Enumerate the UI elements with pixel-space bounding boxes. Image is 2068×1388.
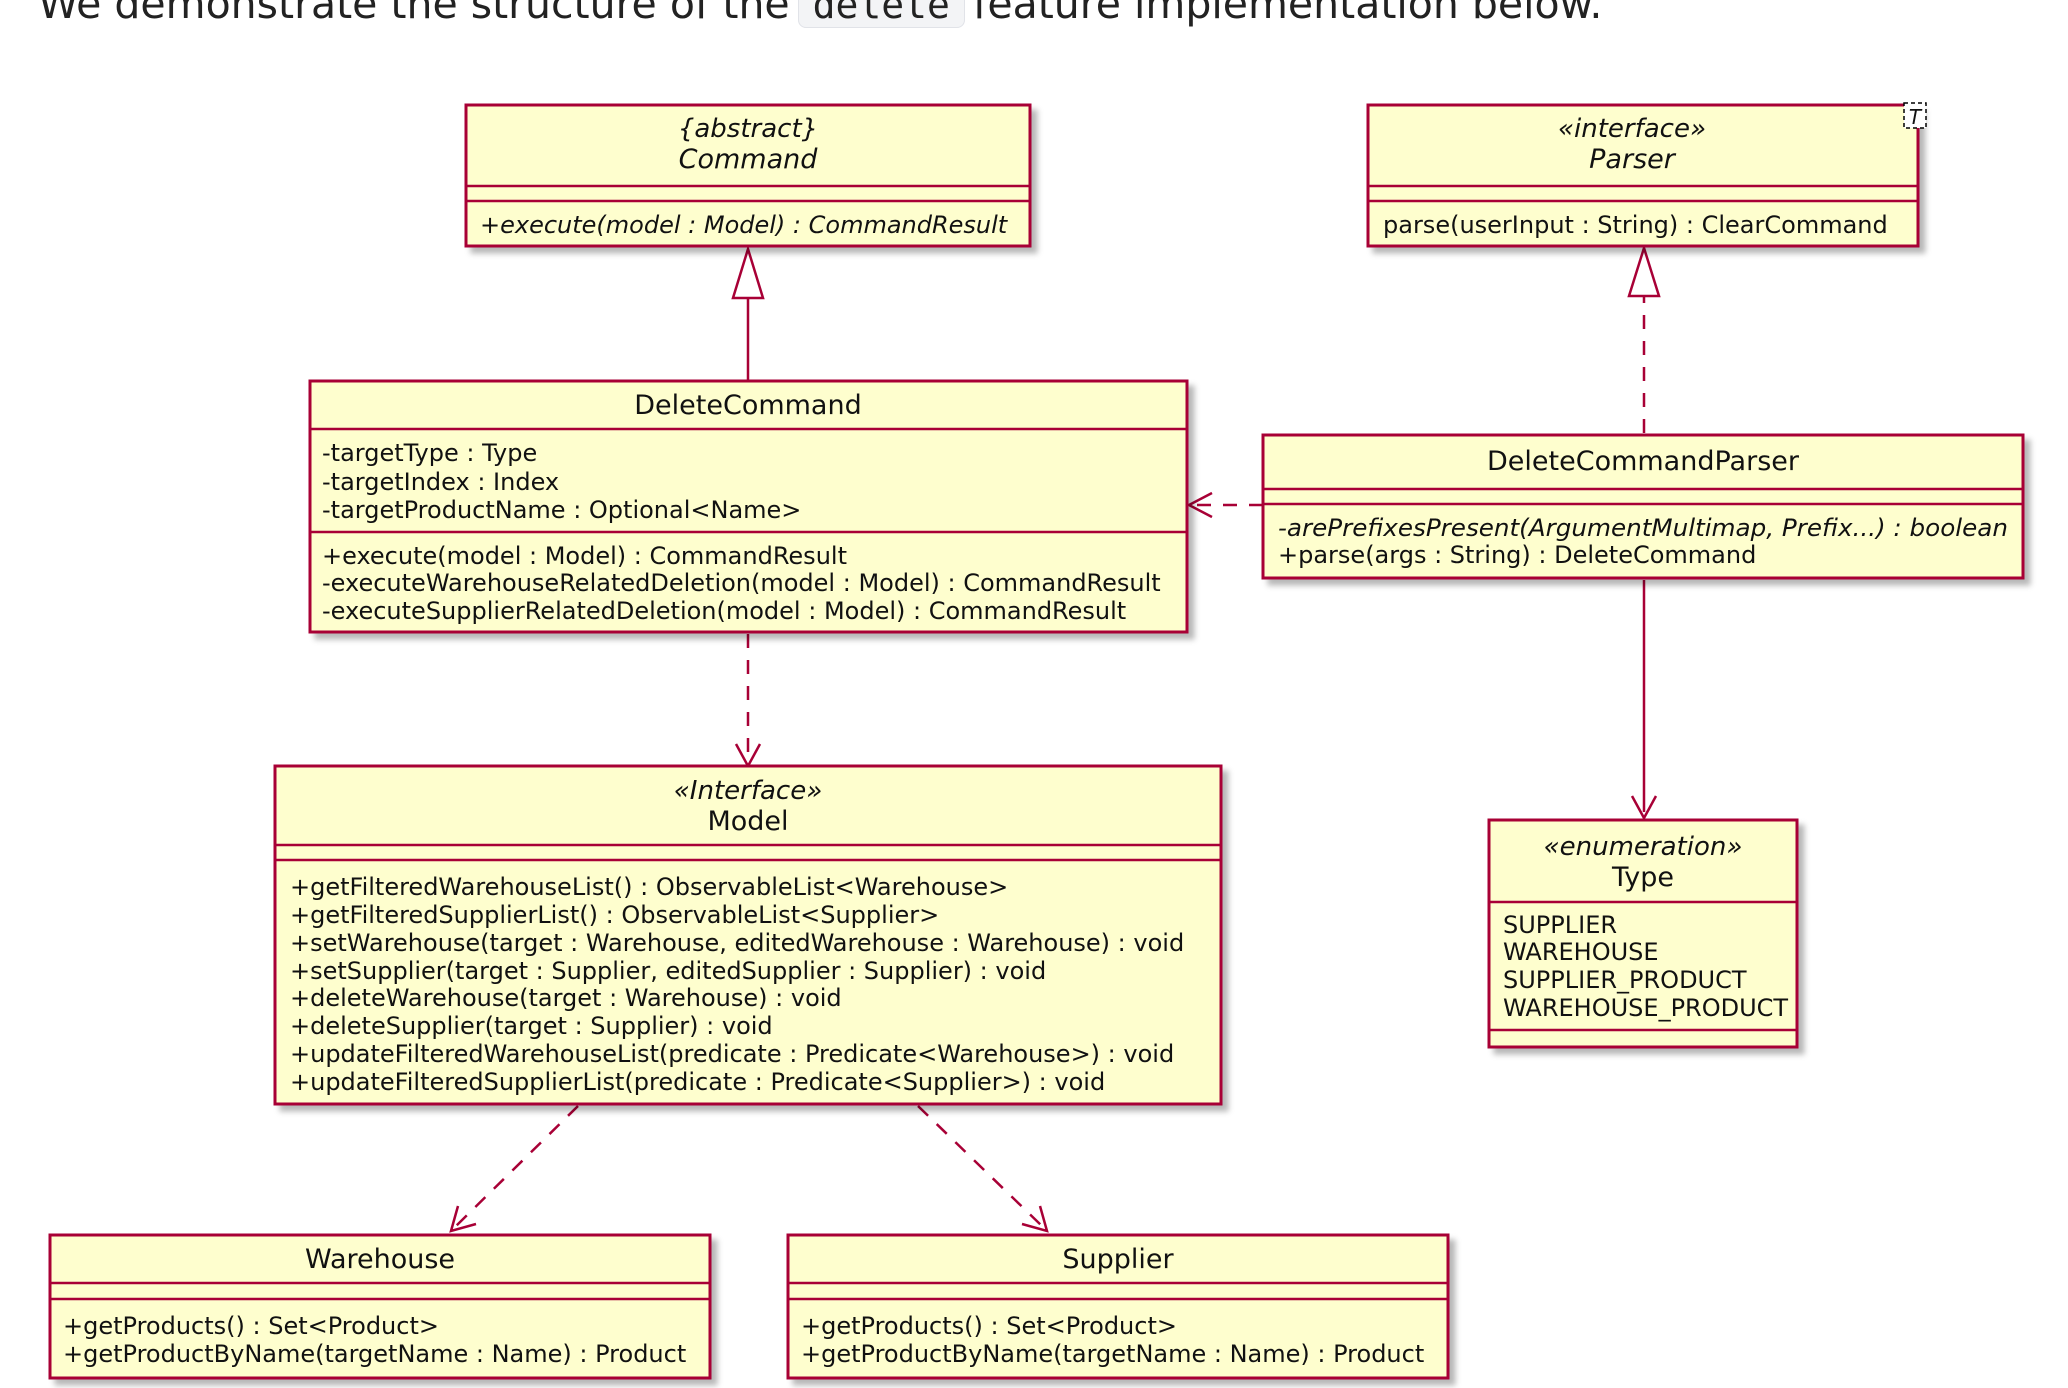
parser-template-param: T: [1909, 105, 1923, 129]
supplier-method: +getProducts() : Set<Product>: [801, 1312, 1177, 1340]
delete-command-parser-method: +parse(args : String) : DeleteCommand: [1278, 541, 1756, 569]
parser-stereotype: «interface»: [1558, 114, 1706, 144]
command-name: Command: [679, 144, 819, 175]
parser-name: Parser: [1589, 144, 1677, 175]
delete-command-method: +execute(model : Model) : CommandResult: [322, 542, 847, 570]
model-method: +getFilteredWarehouseList() : Observable…: [290, 873, 1008, 901]
class-command: {abstract} Command +execute(model : Mode…: [464, 103, 1032, 248]
type-stereotype: «enumeration»: [1544, 832, 1743, 862]
class-warehouse: Warehouse +getProducts() : Set<Product> …: [48, 1233, 712, 1380]
class-parser: «interface» Parser parse(userInput : Str…: [1366, 102, 1927, 248]
edge-parser-implements-parser: [1627, 243, 1661, 433]
intro-text-after: feature implementation below.: [972, 0, 1603, 28]
parser-template-box: [1903, 102, 1927, 129]
edge-delete-command-uses-model: [734, 634, 762, 769]
dependency-arrowhead: [449, 1205, 477, 1233]
edge-delete-command-extends-command: [731, 244, 765, 381]
model-method: +updateFilteredWarehouseList(predicate :…: [290, 1040, 1174, 1068]
type-value: SUPPLIER: [1503, 911, 1617, 939]
supplier-method: +getProductByName(targetName : Name) : P…: [801, 1340, 1424, 1368]
supplier-name: Supplier: [1062, 1244, 1174, 1275]
parser-method: parse(userInput : String) : ClearCommand: [1383, 211, 1888, 239]
warehouse-name: Warehouse: [305, 1244, 455, 1275]
model-method: +getFilteredSupplierList() : ObservableL…: [290, 901, 939, 929]
inheritance-arrowhead: [731, 244, 765, 300]
dependency-arrowhead: [1186, 491, 1213, 519]
delete-command-method: -executeWarehouseRelatedDeletion(model :…: [322, 569, 1161, 597]
intro-code: delete: [797, 0, 965, 28]
class-delete-command: DeleteCommand -targetType : Type -target…: [308, 379, 1189, 634]
association-arrowhead: [1630, 795, 1658, 821]
delete-command-field: -targetType : Type: [322, 439, 537, 467]
type-value: WAREHOUSE: [1503, 938, 1659, 966]
edge-parser-creates-delete-command: [1186, 491, 1263, 519]
warehouse-method: +getProducts() : Set<Product>: [63, 1312, 439, 1340]
dependency-arrowhead: [1021, 1205, 1049, 1233]
class-delete-command-parser: DeleteCommandParser -arePrefixesPresent(…: [1261, 433, 2025, 580]
model-method: +updateFilteredSupplierList(predicate : …: [290, 1068, 1105, 1096]
delete-command-parser-method: -arePrefixesPresent(ArgumentMultimap, Pr…: [1278, 514, 2008, 542]
type-value: WAREHOUSE_PRODUCT: [1503, 994, 1788, 1022]
class-supplier: Supplier +getProducts() : Set<Product> +…: [786, 1233, 1450, 1380]
command-stereotype: {abstract}: [678, 114, 818, 144]
model-method: +deleteSupplier(target : Supplier) : voi…: [290, 1012, 773, 1040]
model-name: Model: [707, 806, 788, 837]
model-method: +setWarehouse(target : Warehouse, edited…: [290, 929, 1184, 957]
type-name: Type: [1611, 862, 1674, 893]
delete-command-method: -executeSupplierRelatedDeletion(model : …: [322, 597, 1126, 625]
model-method: +setSupplier(target : Supplier, editedSu…: [290, 957, 1046, 985]
command-method: +execute(model : Model) : CommandResult: [480, 211, 1009, 239]
edge-parser-associates-type: [1630, 580, 1658, 821]
delete-command-field: -targetIndex : Index: [322, 468, 559, 496]
warehouse-method: +getProductByName(targetName : Name) : P…: [63, 1340, 686, 1368]
edge-model-uses-supplier: [917, 1105, 1049, 1233]
class-model: «Interface» Model +getFilteredWarehouseL…: [273, 764, 1223, 1106]
type-value: SUPPLIER_PRODUCT: [1503, 966, 1747, 994]
delete-command-field: -targetProductName : Optional<Name>: [322, 496, 801, 524]
enum-type: «enumeration» Type SUPPLIER WAREHOUSE SU…: [1487, 818, 1799, 1049]
delete-command-name: DeleteCommand: [634, 390, 861, 421]
delete-command-parser-name: DeleteCommandParser: [1487, 446, 1800, 477]
edge-model-uses-warehouse: [449, 1105, 579, 1233]
model-stereotype: «Interface»: [674, 776, 823, 806]
model-method: +deleteWarehouse(target : Warehouse) : v…: [290, 984, 842, 1012]
realization-arrowhead: [1627, 243, 1661, 298]
intro-text-before: We demonstrate the structure of the: [38, 0, 790, 28]
